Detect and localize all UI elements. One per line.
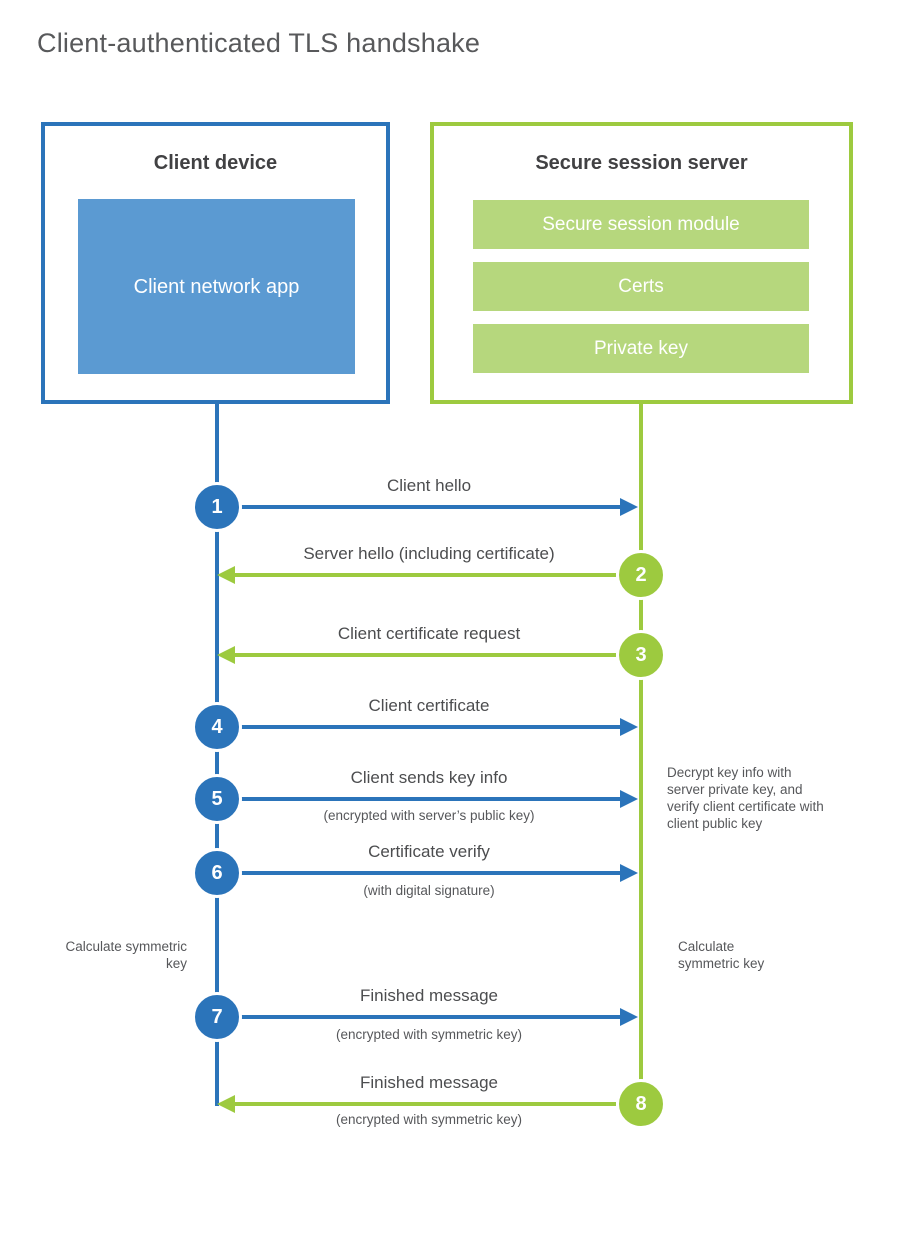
step-circle: 6: [192, 848, 242, 898]
message-arrow-line: [240, 505, 620, 509]
message-sublabel: (encrypted with symmetric key): [335, 1027, 523, 1042]
secure-session-server-title: Secure session server: [535, 152, 748, 174]
arrow-left-icon: [217, 1095, 235, 1113]
arrow-right-icon: [620, 718, 638, 736]
arrow-right-icon: [620, 1008, 638, 1026]
arrow-right-icon: [620, 864, 638, 882]
arrow-right-icon: [620, 790, 638, 808]
message-arrow-line: [240, 871, 620, 875]
message-arrow-line: [235, 1102, 616, 1106]
message-label: Client certificate request: [337, 624, 521, 643]
step-circle: 2: [616, 550, 666, 600]
step-number: 5: [211, 787, 223, 810]
message-arrow-line: [240, 797, 620, 801]
step-number: 6: [211, 861, 223, 884]
server-module-certs: Certs: [473, 262, 809, 311]
step-circle: 5: [192, 774, 242, 824]
client-lifeline: [215, 404, 219, 1106]
step-circle: 7: [192, 992, 242, 1042]
message-label: Client certificate: [368, 696, 490, 715]
message-label: Client hello: [386, 476, 472, 495]
step-circle: 1: [192, 482, 242, 532]
message-sublabel: (encrypted with server’s public key): [323, 808, 535, 823]
client-network-app-box: Client network app: [78, 199, 355, 374]
arrow-left-icon: [217, 566, 235, 584]
message-label: Finished message: [360, 986, 498, 1005]
step-number: 7: [211, 1005, 223, 1028]
message-arrow-line: [235, 573, 616, 577]
message-label: Finished message: [360, 1073, 498, 1092]
client-device-box: Client device Client network app: [41, 122, 390, 404]
step-circle: 8: [616, 1079, 666, 1129]
message-arrow-line: [240, 1015, 620, 1019]
page-title: Client-authenticated TLS handshake: [37, 28, 481, 58]
step-number: 2: [635, 563, 647, 586]
message-sublabel: (with digital signature): [363, 883, 495, 898]
step-number: 3: [635, 643, 647, 666]
message-sublabel: (encrypted with symmetric key): [335, 1112, 523, 1127]
step-number: 4: [211, 715, 223, 738]
server-module-private-key: Private key: [473, 324, 809, 373]
client-network-app-label: Client network app: [133, 275, 300, 298]
message-label: Client sends key info: [350, 768, 508, 787]
step-number: 8: [635, 1092, 647, 1115]
arrow-right-icon: [620, 498, 638, 516]
client-device-title: Client device: [153, 152, 278, 174]
note-calculate-symmetric-key-client: Calculate symmetric key: [65, 939, 187, 971]
note-decrypt-key-info: Decrypt key info with server private key…: [667, 765, 824, 831]
message-label: Server hello (including certificate): [303, 544, 555, 563]
server-lifeline: [639, 404, 643, 1106]
message-label: Certificate verify: [368, 842, 490, 861]
message-arrow-line: [240, 725, 620, 729]
server-module-secure-session: Secure session module: [473, 200, 809, 249]
step-circle: 4: [192, 702, 242, 752]
arrow-left-icon: [217, 646, 235, 664]
step-number: 1: [211, 495, 223, 518]
note-calculate-symmetric-key-server: Calculate symmetric key: [678, 939, 765, 971]
secure-session-server-box: Secure session server Secure session mod…: [430, 122, 853, 404]
message-arrow-line: [235, 653, 616, 657]
step-circle: 3: [616, 630, 666, 680]
